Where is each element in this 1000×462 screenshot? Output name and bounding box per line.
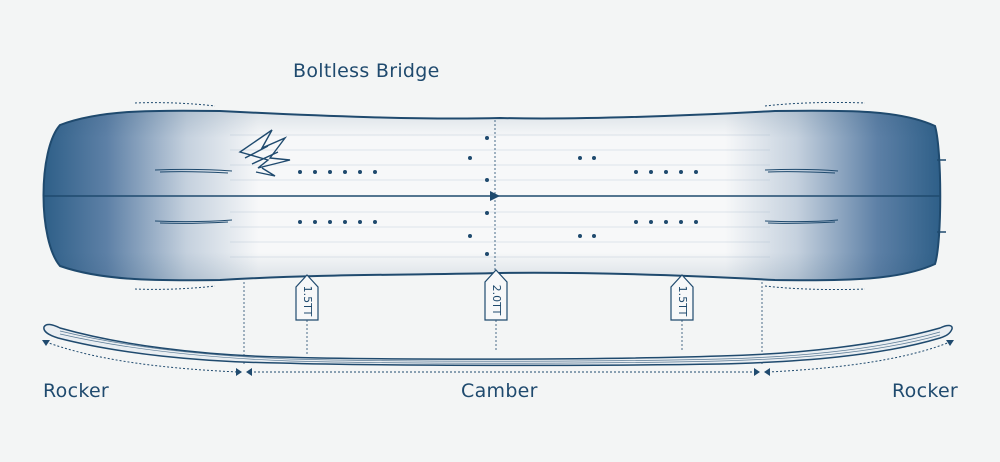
rocker-left-label: Rocker bbox=[43, 380, 110, 402]
board-top-view bbox=[42, 109, 946, 282]
tag-left-shape bbox=[295, 274, 319, 321]
logo-icon bbox=[238, 129, 291, 177]
tag-left-label: 1.5TT bbox=[301, 286, 314, 317]
tag-center-shape bbox=[484, 269, 508, 321]
tip-notches bbox=[937, 159, 946, 233]
sketch-lines bbox=[134, 101, 866, 291]
board-side-profile bbox=[43, 323, 953, 367]
profile-arrows bbox=[45, 341, 951, 373]
tag-right-label: 1.5TT bbox=[676, 286, 689, 317]
tt-tags bbox=[295, 269, 694, 321]
rocker-right-label: Rocker bbox=[892, 380, 959, 402]
edge-strokes bbox=[154, 168, 839, 224]
guide-lines bbox=[243, 282, 763, 366]
center-clip bbox=[490, 191, 500, 201]
diagram-title: Boltless Bridge bbox=[293, 60, 440, 82]
insert-holes bbox=[298, 136, 698, 256]
tag-center-label: 2.0TT bbox=[490, 285, 503, 316]
tag-right-shape bbox=[670, 274, 694, 321]
camber-label: Camber bbox=[461, 380, 538, 402]
arrow-heads bbox=[42, 340, 954, 376]
